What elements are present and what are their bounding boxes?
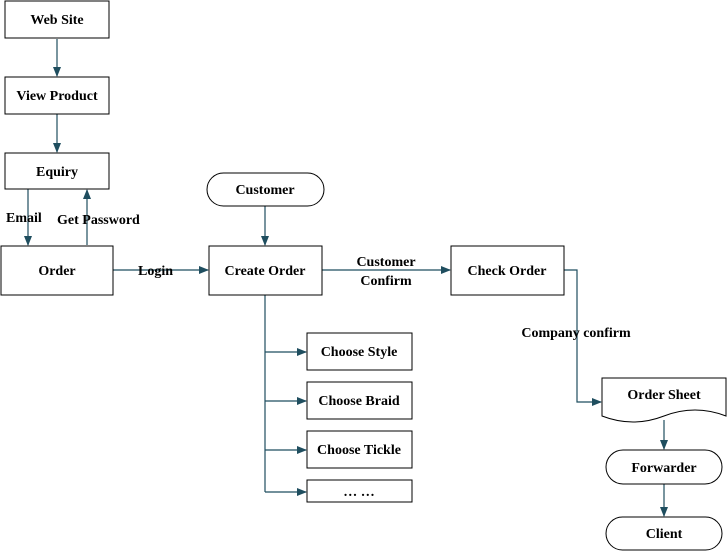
node-order: Order [0,245,114,296]
node-more-options: … … [306,479,413,503]
node-equiry: Equiry [4,152,110,190]
node-forwarder: Forwarder [605,449,723,485]
label-company-confirm: Company confirm [521,326,631,341]
node-client: Client [605,516,723,551]
connectors [24,39,668,517]
node-equiry-label: Equiry [36,165,78,180]
node-order-sheet: Order Sheet [601,377,727,423]
node-order-sheet-label: Order Sheet [627,388,701,403]
node-client-label: Client [646,527,683,542]
label-get-password: Get Password [57,213,140,228]
label-email: Email [6,211,42,226]
node-order-label: Order [38,264,75,279]
edge-company-confirm [564,269,602,406]
label-customer-confirm-line2: Confirm [360,274,412,289]
node-more-options-label: … … [343,485,375,500]
node-customer: Customer [206,172,325,207]
node-choose-tickle-label: Choose Tickle [317,443,401,458]
node-create-order-label: Create Order [225,264,306,279]
label-login: Login [138,264,173,279]
label-customer-confirm-line1: Customer [356,255,415,270]
node-web-site: Web Site [4,0,110,39]
node-view-product-label: View Product [16,89,98,104]
node-customer-label: Customer [235,183,294,198]
node-check-order-label: Check Order [468,264,547,279]
node-choose-style-label: Choose Style [321,345,398,360]
node-check-order: Check Order [450,245,565,296]
node-web-site-label: Web Site [30,13,83,28]
edge-labels: Email Get Password Login Customer Confir… [6,211,631,341]
node-create-order: Create Order [208,245,323,296]
node-choose-tickle: Choose Tickle [306,430,413,469]
node-choose-style: Choose Style [306,332,413,371]
node-forwarder-label: Forwarder [631,461,696,476]
node-choose-braid-label: Choose Braid [318,394,400,409]
node-view-product: View Product [4,76,110,115]
node-choose-braid: Choose Braid [306,381,413,420]
